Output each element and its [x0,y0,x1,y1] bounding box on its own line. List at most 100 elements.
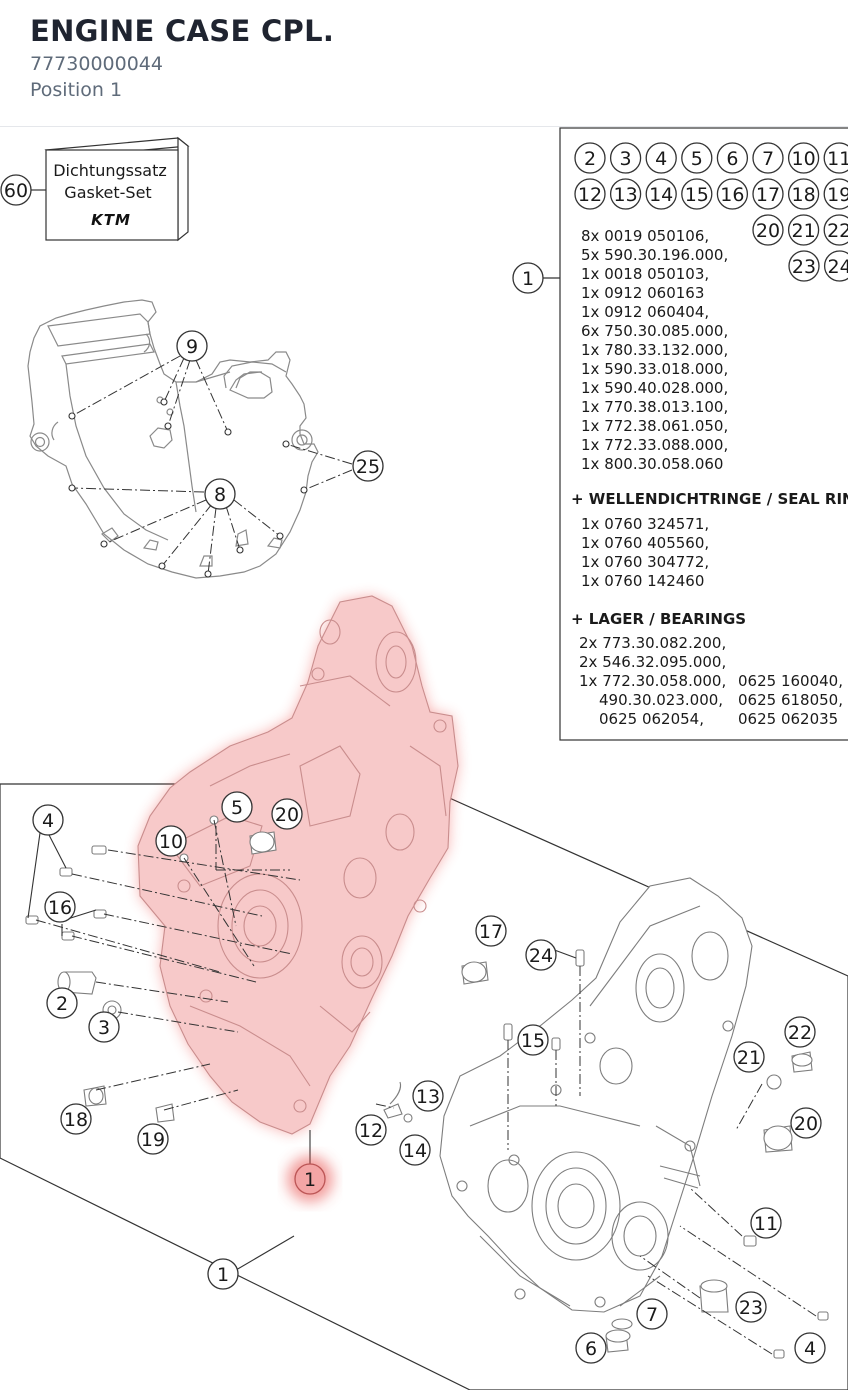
callout-12[interactable]: 12 [355,1114,387,1146]
kit-part-callout-16[interactable]: 16 [716,178,749,210]
kit-part-callout-7[interactable]: 7 [752,142,784,174]
svg-text:3: 3 [620,148,632,170]
callout-19[interactable]: 19 [137,1123,169,1155]
kit-callout-1[interactable]: 1 [512,262,544,294]
bearing-item: 2x 546.32.095.000, [579,653,726,671]
kit-part-callout-2[interactable]: 2 [574,142,606,174]
svg-text:10: 10 [159,831,183,853]
kit-part-callout-3[interactable]: 3 [609,142,642,174]
main-leaders [35,819,817,1355]
callout-17[interactable]: 17 [475,915,507,947]
svg-text:12: 12 [578,184,602,206]
gasket-callout-8[interactable]: 8 [204,478,236,510]
callout-7[interactable]: 7 [636,1298,668,1330]
svg-text:13: 13 [614,184,638,206]
callout-4[interactable]: 4 [32,804,64,836]
kit-part-callout-23[interactable]: 23 [788,250,820,282]
callout-22[interactable]: 22 [784,1016,816,1048]
kit-part-callout-11[interactable]: 11 [823,142,848,174]
seal-ring-list: 1x 0760 324571,1x 0760 405560,1x 0760 30… [581,515,709,590]
svg-text:16: 16 [720,184,744,206]
callout-2[interactable]: 2 [46,987,78,1019]
kit-item: 1x 770.38.013.100, [581,398,728,416]
kit-part-callout-12[interactable]: 12 [574,178,606,210]
svg-text:17: 17 [756,184,780,206]
kit-part-callout-6[interactable]: 6 [716,142,749,174]
bearing-item: 0625 062054, [599,710,704,728]
seal-ring-item: 1x 0760 405560, [581,534,709,552]
bearing-item: 1x 772.30.058.000, [579,672,726,690]
bearing-item-right: 0625 062035 [738,710,838,728]
callout-16[interactable]: 16 [44,891,76,923]
small-parts [25,815,829,1359]
callout-1[interactable]: 1 [287,1156,333,1202]
callout-14[interactable]: 14 [399,1134,431,1166]
kit-part-callout-14[interactable]: 14 [645,178,677,210]
svg-text:2: 2 [584,148,596,170]
callout-21[interactable]: 21 [733,1041,765,1073]
kit-part-callout-21[interactable]: 21 [787,214,820,246]
bearing-item: 490.30.023.000, [599,691,723,709]
gasket-callout-25[interactable]: 25 [352,450,384,482]
kit-item: 1x 0912 060404, [581,303,709,321]
gasket-set-box[interactable]: Dichtungssatz Gasket-Set KTM [44,136,190,242]
kit-part-callout-10[interactable]: 10 [787,142,820,174]
callout-24[interactable]: 24 [525,939,557,971]
left-crankcase-half[interactable] [137,595,459,1135]
kit-part-callout-4[interactable]: 4 [645,142,677,174]
callout-23[interactable]: 23 [735,1291,767,1323]
kit-part-callout-13[interactable]: 13 [609,178,642,210]
svg-text:14: 14 [403,1140,427,1162]
kit-part-callout-19[interactable]: 19 [823,178,848,210]
kit-part-callout-22[interactable]: 22 [823,214,848,246]
svg-text:8: 8 [214,484,226,506]
callout-13[interactable]: 13 [412,1080,444,1112]
kit-part-callout-24[interactable]: 24 [823,250,848,282]
callout-11[interactable]: 11 [750,1207,782,1239]
svg-text:1: 1 [217,1264,229,1286]
callout-10[interactable]: 10 [155,825,187,857]
svg-text:60: 60 [4,180,28,202]
parts-diagram: Dichtungssatz Gasket-Set KTM 60 [0,127,848,1390]
kit-item: 1x 0912 060163 [581,284,704,302]
svg-text:24: 24 [828,256,848,278]
seal-rings-heading: + WELLENDICHTRINGE / SEAL RINGS [571,490,848,508]
svg-text:11: 11 [827,148,848,170]
callout-60[interactable]: 60 [0,174,32,206]
callout-4[interactable]: 4 [794,1332,826,1364]
svg-text:20: 20 [794,1113,818,1135]
callout-20[interactable]: 20 [271,798,303,830]
seal-ring-item: 1x 0760 304772, [581,553,709,571]
callout-3[interactable]: 3 [88,1011,120,1043]
gasket-drawing [27,299,319,579]
svg-text:7: 7 [762,148,774,170]
callout-6[interactable]: 6 [575,1332,607,1364]
kit-part-callout-15[interactable]: 15 [681,178,713,210]
bearing-item: 2x 773.30.082.200, [579,634,726,652]
kit-item: 8x 0019 050106, [581,227,709,245]
svg-text:22: 22 [788,1022,812,1044]
callout-1[interactable]: 1 [207,1258,239,1290]
svg-text:4: 4 [804,1338,816,1360]
kit-part-callout-20[interactable]: 20 [752,214,784,246]
kit-part-callout-17[interactable]: 17 [752,178,784,210]
svg-text:15: 15 [685,184,709,206]
ktm-logo: KTM [91,211,131,229]
kit-item: 1x 590.40.028.000, [581,379,728,397]
callout-15[interactable]: 15 [517,1024,549,1056]
kit-item: 1x 590.33.018.000, [581,360,728,378]
gasket-callout-9[interactable]: 9 [176,330,208,362]
svg-text:23: 23 [792,256,816,278]
svg-text:22: 22 [827,220,848,242]
svg-text:17: 17 [479,921,503,943]
callout-18[interactable]: 18 [60,1103,92,1135]
callout-20[interactable]: 20 [790,1107,822,1139]
svg-text:12: 12 [359,1120,383,1142]
gasket-box-line2: Gasket-Set [64,183,151,202]
kit-part-callout-18[interactable]: 18 [787,178,820,210]
kit-part-callout-5[interactable]: 5 [681,142,713,174]
page-header: ENGINE CASE CPL. 77730000044 Position 1 [0,0,848,127]
svg-text:23: 23 [739,1297,763,1319]
callout-5[interactable]: 5 [221,791,253,823]
